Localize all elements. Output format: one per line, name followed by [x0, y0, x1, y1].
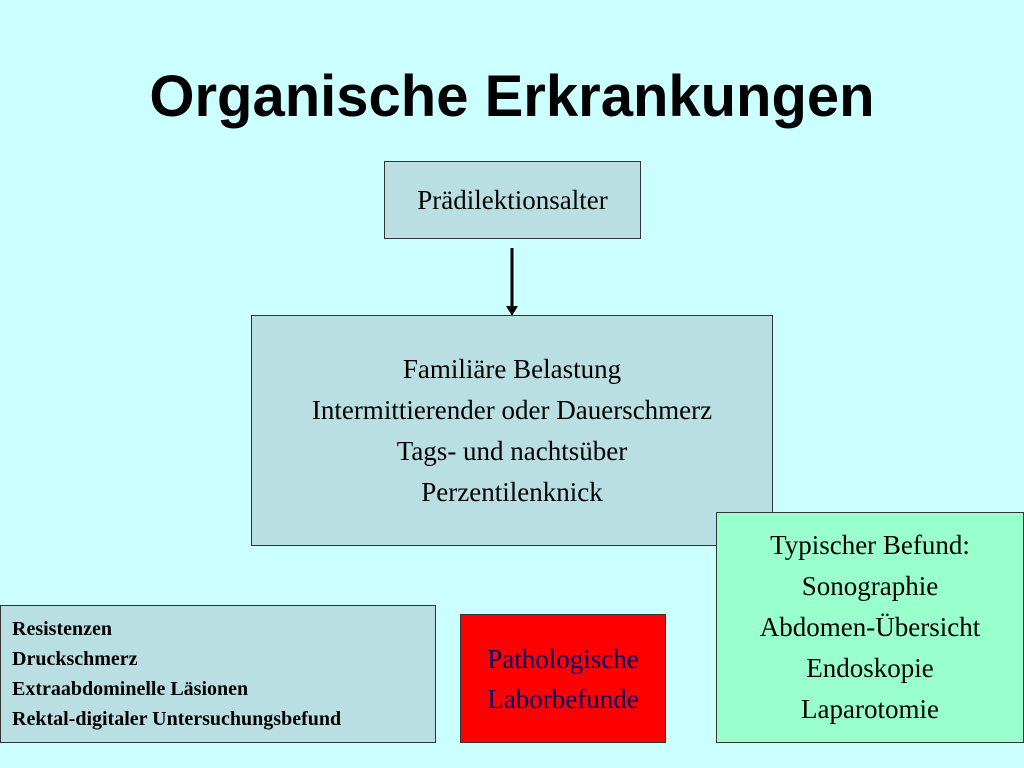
box-text-line: Laborbefunde [487, 683, 639, 714]
box-text-line: Rektal-digitaler Untersuchungsbefund [12, 708, 342, 730]
box-text-line: Pathologische [487, 643, 639, 674]
box-text-line: Resistenzen [12, 618, 112, 640]
box-text-line: Endoskopie [806, 653, 934, 683]
slide-title: Organische Erkrankungen [149, 64, 875, 129]
box-text-line: Typischer Befund: [770, 530, 970, 560]
box-text-line: Prädilektionsalter [417, 184, 608, 215]
box-clinical-signs: Resistenzen Druckschmerz Extraabdominell… [0, 605, 436, 743]
box-pathological-lab: Pathologische Laborbefunde [460, 614, 666, 743]
arrow-head [506, 306, 518, 316]
box-text-line: Abdomen-Übersicht [759, 612, 981, 642]
box-text-line: Perzentilenknick [421, 476, 603, 507]
box-text-line: Druckschmerz [12, 648, 138, 670]
box-criteria: Familiäre Belastung Intermittierender od… [251, 315, 773, 546]
box-text-line: Sonographie [801, 571, 939, 601]
box-text-line: Intermittierender oder Dauerschmerz [311, 394, 713, 425]
box-predilection-age: Prädilektionsalter [384, 161, 641, 239]
box-text-line: Extraabdominelle Läsionen [12, 678, 249, 700]
box-typical-findings: Typischer Befund: Sonographie Abdomen-Üb… [716, 512, 1024, 743]
box-text-line: Tags- und nachtsüber [396, 435, 628, 466]
box-text-line: Laparotomie [801, 694, 939, 724]
box-text-line: Familiäre Belastung [402, 353, 622, 384]
